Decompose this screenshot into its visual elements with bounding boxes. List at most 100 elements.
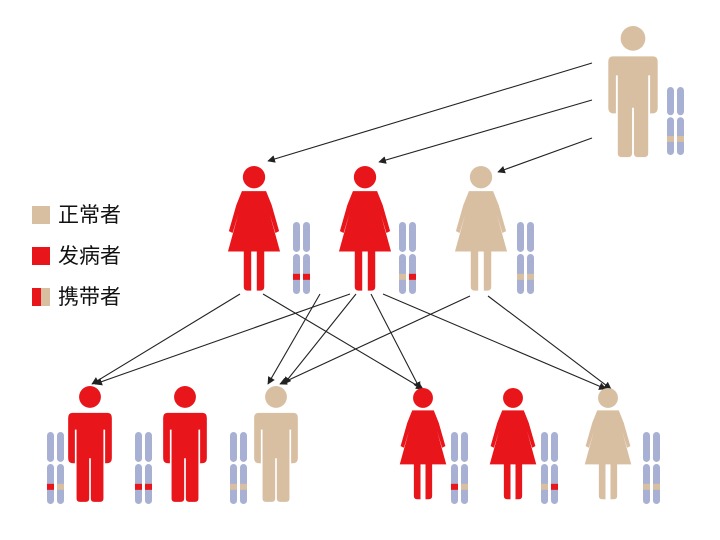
chromosome: [667, 87, 674, 155]
chromosome: [461, 432, 468, 504]
inheritance-arrow: [497, 137, 593, 174]
child-3-chromosomes: [230, 432, 247, 504]
child-1-chromosomes: [47, 432, 64, 504]
dress-body: [227, 191, 281, 291]
child-5: [489, 388, 537, 500]
child-3: [254, 386, 298, 502]
chromosome: [57, 432, 64, 504]
carrier-swatch: [32, 288, 50, 306]
head: [413, 388, 433, 408]
inheritance-arrow: [94, 293, 351, 386]
chromosome-band: [293, 273, 300, 280]
chromosome: [409, 222, 416, 294]
inheritance-arrows: [91, 62, 612, 390]
people: [47, 26, 684, 504]
chromosome: [145, 432, 152, 504]
body: [68, 412, 112, 502]
chromosome-band: [551, 483, 558, 490]
inheritance-arrow: [370, 293, 421, 390]
chromosome-band: [240, 483, 247, 490]
legend-label-affected: 发病者: [58, 244, 121, 268]
chromosome: [527, 222, 534, 294]
inheritance-arrow: [267, 62, 593, 163]
head: [353, 166, 377, 189]
chromosome: [293, 222, 300, 294]
body: [608, 56, 658, 158]
head: [174, 386, 196, 408]
child-2: [163, 386, 207, 502]
chromosome-band: [451, 483, 458, 490]
legend-label-carrier: 携带者: [58, 285, 121, 309]
child-4-chromosomes: [451, 432, 468, 504]
inheritance-arrow: [382, 293, 607, 390]
chromosome-band: [47, 483, 54, 490]
chromosome-band: [230, 483, 237, 490]
chromosome-band: [303, 273, 310, 280]
chromosome: [240, 432, 247, 504]
head: [598, 388, 618, 408]
dress-body: [489, 410, 537, 500]
chromosome: [303, 222, 310, 294]
head: [503, 388, 523, 408]
chromosome-band: [667, 135, 674, 142]
child-5-chromosomes: [541, 432, 558, 504]
chromosome-band: [541, 483, 548, 490]
normal-swatch: [32, 206, 50, 224]
mother-2: [338, 166, 392, 291]
chromosome-band: [135, 483, 142, 490]
chromosome-band: [677, 135, 684, 142]
inheritance-arrow: [487, 295, 612, 390]
carrier-swatch-normal-half: [41, 288, 50, 306]
chromosome: [541, 432, 548, 504]
chromosome: [653, 432, 660, 504]
chromosome: [551, 432, 558, 504]
chromosome-band: [643, 483, 650, 490]
mother-2-chromosomes: [399, 222, 416, 294]
body: [163, 412, 207, 502]
child-4: [399, 388, 447, 500]
mother-1-chromosomes: [293, 222, 310, 294]
father: [608, 26, 658, 158]
chromosome: [47, 432, 54, 504]
chromosome-band: [517, 273, 524, 280]
child-6-chromosomes: [643, 432, 660, 504]
chromosome-band: [653, 483, 660, 490]
head: [79, 386, 101, 408]
chromosome: [451, 432, 458, 504]
dress-body: [399, 410, 447, 500]
chromosome: [677, 87, 684, 155]
chromosome-band: [409, 273, 416, 280]
inheritance-arrow: [91, 293, 241, 385]
chromosome-band: [57, 483, 64, 490]
affected-swatch: [32, 247, 50, 265]
chromosome-band: [527, 273, 534, 280]
mother-1: [227, 166, 281, 291]
inheritance-arrow: [267, 293, 321, 385]
chromosome-band: [399, 273, 406, 280]
inheritance-arrow: [283, 293, 357, 385]
dress-body: [584, 410, 632, 500]
chromosome: [517, 222, 524, 294]
legend-label-normal: 正常者: [58, 203, 121, 227]
head: [265, 386, 287, 408]
chromosome-band: [461, 483, 468, 490]
chromosome: [230, 432, 237, 504]
child-6: [584, 388, 632, 500]
head: [620, 26, 646, 51]
mother-3-chromosomes: [517, 222, 534, 294]
head: [242, 166, 266, 189]
inheritance-arrow: [262, 293, 424, 390]
chromosome: [399, 222, 406, 294]
inheritance-arrow: [279, 295, 471, 385]
inheritance-arrow: [378, 99, 593, 164]
dress-body: [338, 191, 392, 291]
father-chromosomes: [667, 87, 684, 155]
child-2-chromosomes: [135, 432, 152, 504]
dress-body: [454, 191, 508, 291]
body: [254, 412, 298, 502]
mother-3: [454, 166, 508, 291]
chromosome-band: [145, 483, 152, 490]
head: [469, 166, 493, 189]
carrier-swatch-affected-half: [32, 288, 41, 306]
